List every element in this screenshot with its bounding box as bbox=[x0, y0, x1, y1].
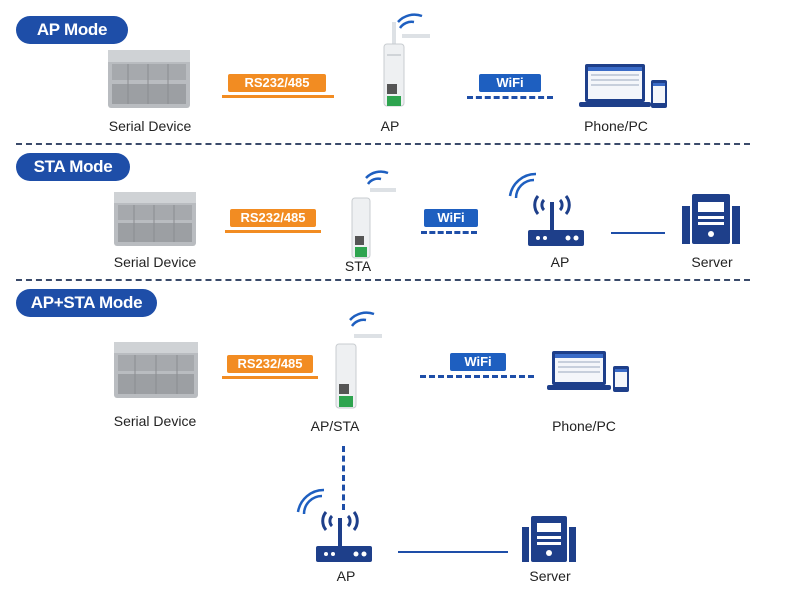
sta-server-label: Server bbox=[691, 254, 733, 270]
router-icon bbox=[508, 172, 584, 246]
plc-device-icon bbox=[108, 50, 190, 108]
separator-2 bbox=[16, 279, 750, 281]
sta-rs-link bbox=[225, 230, 321, 233]
ap-module-label: AP bbox=[380, 118, 400, 134]
apsta-wifi-tag: WiFi bbox=[450, 353, 506, 371]
sta-mode-title: STA Mode bbox=[16, 153, 130, 181]
server-icon bbox=[522, 516, 576, 562]
apsta-rs-tag: RS232/485 bbox=[227, 355, 313, 373]
sta-wifi-link bbox=[421, 231, 477, 234]
apsta-wifi-link bbox=[420, 375, 534, 378]
laptop-icon bbox=[579, 64, 651, 107]
wifi-module-icon bbox=[335, 311, 382, 409]
sta-rs-tag: RS232/485 bbox=[230, 209, 316, 227]
phone-icon bbox=[613, 366, 629, 392]
apsta-serial-device-label: Serial Device bbox=[113, 413, 197, 429]
plc-device-icon bbox=[114, 192, 196, 246]
ap-serial-device-label: Serial Device bbox=[108, 118, 192, 134]
apsta-module-label: AP/STA bbox=[310, 418, 360, 434]
laptop-icon bbox=[547, 351, 611, 390]
phone-icon bbox=[651, 80, 667, 108]
server-icon bbox=[682, 194, 740, 244]
apsta-rs-link bbox=[222, 376, 318, 379]
sta-router-label: AP bbox=[550, 254, 570, 270]
ap-mode-title: AP Mode bbox=[16, 16, 128, 44]
apsta-router-server-link bbox=[398, 551, 508, 553]
sta-serial-device-label: Serial Device bbox=[113, 254, 197, 270]
router-icon bbox=[296, 488, 372, 562]
sta-module-label: STA bbox=[344, 258, 372, 274]
wifi-module-icon bbox=[351, 170, 396, 259]
wifi-module-icon bbox=[383, 13, 430, 107]
sta-router-server-link bbox=[611, 232, 665, 234]
apsta-phone-pc-label: Phone/PC bbox=[552, 418, 616, 434]
ap-wifi-link bbox=[467, 96, 553, 99]
sta-wifi-tag: WiFi bbox=[424, 209, 478, 227]
plc-device-icon bbox=[114, 342, 198, 398]
ap-rs-link bbox=[222, 95, 334, 98]
ap-phone-pc-label: Phone/PC bbox=[584, 118, 648, 134]
separator-1 bbox=[16, 143, 750, 145]
apsta-mode-title: AP+STA Mode bbox=[16, 289, 157, 317]
apsta-server-label: Server bbox=[529, 568, 571, 584]
ap-rs-tag: RS232/485 bbox=[228, 74, 326, 92]
ap-wifi-tag: WiFi bbox=[479, 74, 541, 92]
apsta-vertical-link bbox=[342, 446, 345, 510]
apsta-router-label: AP bbox=[336, 568, 356, 584]
